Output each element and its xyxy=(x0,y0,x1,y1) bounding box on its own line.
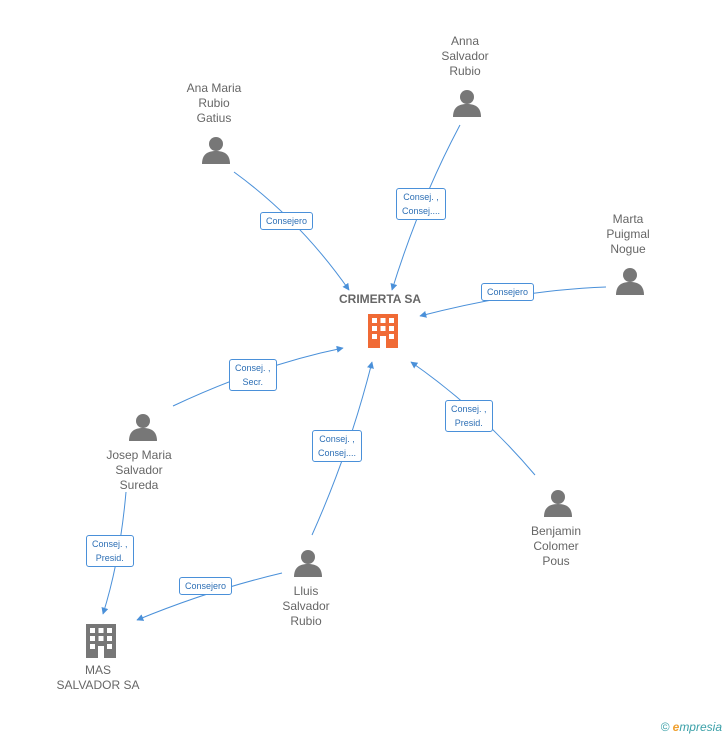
person-name-josep[interactable]: Josep Maria Salvador Sureda xyxy=(106,448,172,492)
person-icon-ana[interactable] xyxy=(202,137,230,164)
edge-label-anna[interactable]: Consej. , Consej.... xyxy=(396,188,447,220)
person-name-anna[interactable]: Anna Salvador Rubio xyxy=(441,34,489,78)
person-name-ana[interactable]: Ana Maria Rubio Gatius xyxy=(186,81,242,125)
edge-label-marta[interactable]: Consejero xyxy=(481,283,535,301)
person-name-marta[interactable]: Marta Puigmal Nogue xyxy=(606,212,650,256)
brand-footer: ©empresia xyxy=(661,720,722,734)
brand-initial: e xyxy=(672,720,680,734)
edge-label-ana[interactable]: Consejero xyxy=(260,212,314,230)
person-icon-lluis[interactable] xyxy=(294,550,322,577)
building-icon-crimerta[interactable] xyxy=(368,314,398,348)
person-name-lluis[interactable]: Lluis Salvador Rubio xyxy=(282,584,330,628)
edge-label-josep[interactable]: Consej. , Secr. xyxy=(229,359,277,391)
person-icon-anna[interactable] xyxy=(453,90,481,117)
edge-ana-crimerta xyxy=(233,171,350,291)
edge-label-benjamin[interactable]: Consej. , Presid. xyxy=(445,400,493,432)
company-name-mas-salvador[interactable]: MAS SALVADOR SA xyxy=(56,663,140,692)
edge-label-josep-mas[interactable]: Consej. , Presid. xyxy=(86,535,134,567)
brand-name: mpresia xyxy=(679,720,722,734)
person-icon-benjamin[interactable] xyxy=(544,490,572,517)
person-name-benjamin[interactable]: Benjamin Colomer Pous xyxy=(530,524,582,568)
person-icon-marta[interactable] xyxy=(616,268,644,295)
copyright-symbol: © xyxy=(660,720,670,734)
edge-label-lluis-mas[interactable]: Consejero xyxy=(179,577,233,595)
company-name-crimerta[interactable]: CRIMERTA SA xyxy=(339,292,421,306)
edge-label-lluis[interactable]: Consej. , Consej.... xyxy=(312,430,363,462)
building-icon-mas-salvador[interactable] xyxy=(86,624,116,658)
person-icon-josep[interactable] xyxy=(129,414,157,441)
